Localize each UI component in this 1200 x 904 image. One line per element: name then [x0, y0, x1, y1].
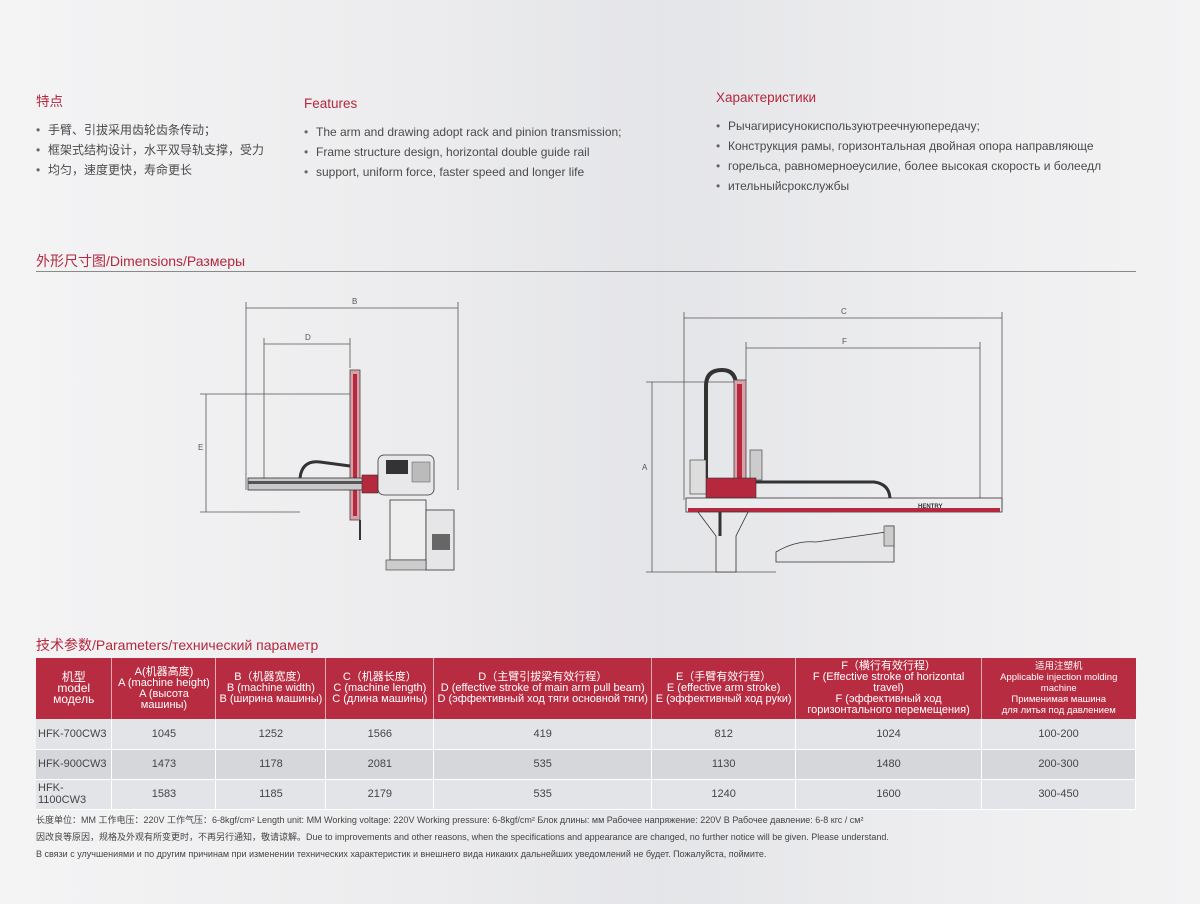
- cell-a: 1473: [111, 749, 217, 780]
- features-ru-item: Рычагирисунокиспользуютреечнуюпередачу;: [716, 116, 1136, 136]
- table-row: HFK-900CW3 1473 1178 2081 535 1130 1480 …: [36, 749, 1136, 780]
- features-en-item: support, uniform force, faster speed and…: [304, 162, 664, 182]
- cell-b: 1185: [215, 779, 327, 810]
- dim-label-b: B: [352, 297, 357, 306]
- header-b: B（机器宽度）B (machine width)B (ширина машины…: [215, 658, 327, 719]
- side-view-drawing: B D E: [198, 297, 459, 571]
- cell-model: HFK-1100CW3: [36, 779, 113, 810]
- cell-d: 419: [433, 719, 653, 750]
- parameters-title: 技术参数/Parameters/технический параметр: [36, 637, 319, 653]
- cell-a: 1045: [111, 719, 217, 750]
- dimensions-title: 外形尺寸图/Dimensions/Размеры: [36, 253, 246, 269]
- header-c: C（机器长度）C (machine length)C (длина машины…: [325, 658, 435, 719]
- cell-machine: 200-300: [981, 749, 1136, 780]
- footnotes: 长度单位：MM 工作电压：220V 工作气压：6-8kgf/cm² Length…: [36, 812, 889, 863]
- cell-d: 535: [433, 779, 653, 810]
- features-en-title: Features: [304, 96, 358, 111]
- section-divider: [36, 271, 1136, 272]
- dim-label-e: E: [198, 443, 203, 452]
- cell-f: 1600: [795, 779, 983, 810]
- features-zh-item: 均匀，速度更快，寿命更长: [36, 160, 276, 180]
- cell-f: 1480: [795, 749, 983, 780]
- cell-c: 2179: [325, 779, 435, 810]
- footnote-units: 长度单位：MM 工作电压：220V 工作气压：6-8kgf/cm² Length…: [36, 815, 864, 825]
- cell-model: HFK-700CW3: [36, 719, 113, 750]
- cell-c: 2081: [325, 749, 435, 780]
- cell-b: 1178: [215, 749, 327, 780]
- features-ru-title: Характеристики: [716, 90, 817, 105]
- brand-label: HENTRY: [918, 504, 942, 510]
- cell-e: 1240: [651, 779, 797, 810]
- features-ru-item: Конструкция рамы, горизонтальная двойная…: [716, 136, 1136, 156]
- cell-f: 1024: [795, 719, 983, 750]
- features-ru: Характеристики Рычагирисунокиспользуютре…: [716, 88, 1136, 196]
- dim-label-d: D: [305, 333, 311, 342]
- features-en: Features The arm and drawing adopt rack …: [304, 94, 664, 182]
- header-e: E（手臂有效行程）E (effective arm stroke)E (эффе…: [651, 658, 797, 719]
- features-en-item: The arm and drawing adopt rack and pinio…: [304, 122, 664, 142]
- features-zh-title: 特点: [36, 94, 63, 109]
- header-a: A(机器高度)A (machine height)A (высота машин…: [111, 658, 217, 719]
- features-zh-item: 框架式结构设计，水平双导轨支撑，受力: [36, 140, 276, 160]
- cell-machine: 100-200: [981, 719, 1136, 750]
- features-ru-item: горельса, равномерноеусилие, более высок…: [716, 156, 1136, 176]
- dim-label-c: C: [841, 307, 847, 316]
- cell-c: 1566: [325, 719, 435, 750]
- dim-label-f: F: [842, 337, 847, 346]
- cell-model: HFK-900CW3: [36, 749, 113, 780]
- cell-b: 1252: [215, 719, 327, 750]
- cell-e: 1130: [651, 749, 797, 780]
- front-view-drawing: C F A HENTRY: [642, 307, 1003, 573]
- features-zh: 特点 手臂、引拔采用齿轮齿条传动； 框架式结构设计，水平双导轨支撑，受力 均匀，…: [36, 92, 276, 180]
- cell-a: 1583: [111, 779, 217, 810]
- header-d: D（主臂引拔梁有效行程）D (effective stroke of main …: [433, 658, 653, 719]
- table-row: HFK-1100CW3 1583 1185 2179 535 1240 1600…: [36, 779, 1136, 810]
- footnote-disclaimer-zh-en: 因改良等原因，规格及外观有所变更时，不再另行通知，敬请谅解。Due to imp…: [36, 832, 889, 842]
- header-f: F（横行有效行程）F (Effective stroke of horizont…: [795, 658, 983, 719]
- features-ru-item: ительныйсрокслужбы: [716, 176, 1136, 196]
- cell-machine: 300-450: [981, 779, 1136, 810]
- cell-d: 535: [433, 749, 653, 780]
- table-row: HFK-700CW3 1045 1252 1566 419 812 1024 1…: [36, 719, 1136, 750]
- dim-label-a: A: [642, 463, 648, 472]
- footnote-disclaimer-ru: В связи с улучшениями и по другим причин…: [36, 849, 767, 859]
- cell-e: 812: [651, 719, 797, 750]
- features-en-item: Frame structure design, horizontal doubl…: [304, 142, 664, 162]
- features-zh-item: 手臂、引拔采用齿轮齿条传动；: [36, 120, 276, 140]
